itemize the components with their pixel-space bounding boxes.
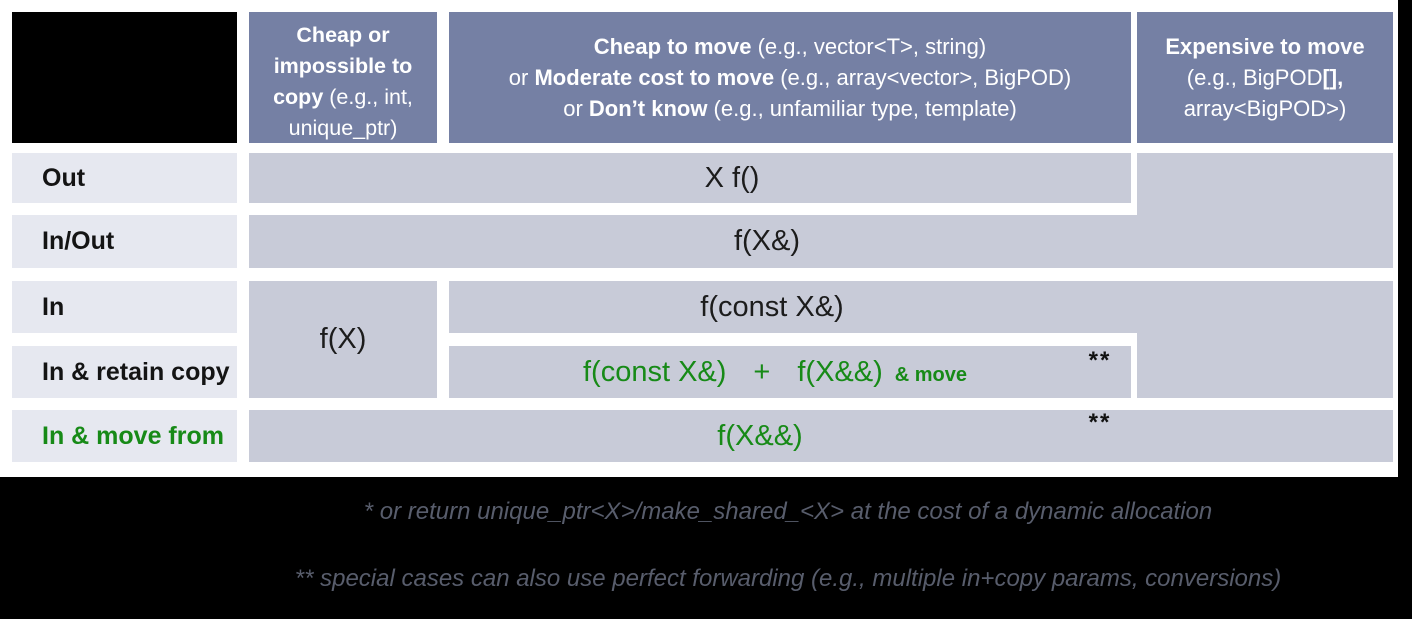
header-normal-text: (e.g., unfamiliar type, template) <box>707 96 1017 121</box>
header-normal-text: (e.g., vector<T>, string) <box>751 34 987 59</box>
header-line-3: array<BigPOD>) <box>1184 93 1347 124</box>
code-const-ref: f(const X&) <box>700 290 844 323</box>
header-bold-text: [], <box>1322 65 1344 90</box>
code-nonconst-ref: f(X&) <box>733 225 801 257</box>
corner-redacted-box <box>12 12 237 143</box>
header-normal-text: or <box>563 96 589 121</box>
code-rvalue-ref: f(X&&) <box>717 419 803 452</box>
row-label-in-move-from: In & move from <box>12 410 237 462</box>
cell-in-retain-copy-signature: f(const X&) + f(X&&) & move <box>449 346 1131 398</box>
row-label-in-out: In/Out <box>12 215 237 268</box>
footnote-single-asterisk: * or return unique_ptr<X>/make_shared_<X… <box>363 498 1213 525</box>
code-const-ref-overload: f(const X&) <box>582 355 727 388</box>
row-label-in: In <box>12 281 237 333</box>
header-bold-text: Cheap to move <box>593 34 752 59</box>
row-label-text: In <box>42 292 65 321</box>
code-return-by-value: X f() <box>704 161 760 194</box>
row-label-text: In & retain copy <box>42 357 230 386</box>
header-normal-text: (e.g., BigPOD <box>1186 65 1323 90</box>
code-rvalue-ref-overload: f(X&&) <box>797 355 883 388</box>
row-label-text: In & move from <box>42 421 224 450</box>
cell-in-move-from-signature: f(X&&) <box>249 410 1393 462</box>
column-header-expensive-move: Expensive to move (e.g., BigPOD[], array… <box>1137 12 1393 143</box>
header-normal-text: (e.g., int, unique_ptr) <box>288 85 413 140</box>
plus-sign: + <box>753 355 771 388</box>
header-line-1: Expensive to move <box>1165 31 1364 62</box>
cell-in-signature: f(const X&) <box>449 281 1393 333</box>
row-label-in-retain-copy: In & retain copy <box>12 346 237 398</box>
column-header-cheap-copy: Cheap or impossible to copy (e.g., int, … <box>249 12 437 143</box>
header-line-2: (e.g., BigPOD[], <box>1187 62 1343 93</box>
column-header-cheap-moderate-move: Cheap to move (e.g., vector<T>, string) … <box>449 12 1131 143</box>
row-label-text: In/Out <box>42 227 115 255</box>
code-and-move-note: & move <box>894 363 968 386</box>
header-bold-text: Don’t know <box>588 96 708 121</box>
row-label-text: Out <box>42 163 86 192</box>
header-line-1: Cheap to move (e.g., vector<T>, string) <box>594 31 986 62</box>
header-bold-text: Expensive to move <box>1165 34 1365 59</box>
row-label-out: Out <box>12 153 237 203</box>
header-normal-text: (e.g., array<vector>, BigPOD) <box>774 65 1072 90</box>
cell-out-signature: X f() <box>249 153 1131 203</box>
footnote-double-asterisk: ** special cases can also use perfect fo… <box>294 565 1282 592</box>
header-bold-text: Cheap or impossible to copy <box>273 23 413 109</box>
double-asterisk-marker-retain: ** <box>1088 347 1112 374</box>
header-normal-text: array<BigPOD>) <box>1183 96 1347 121</box>
cell-in-by-value: f(X) <box>249 281 437 398</box>
header-line-3: or Don’t know (e.g., unfamiliar type, te… <box>563 93 1017 124</box>
header-bold-text: Moderate cost to move <box>534 65 775 90</box>
double-asterisk-marker-movefrom: ** <box>1088 409 1112 436</box>
code-pass-by-value: f(X) <box>319 323 367 355</box>
header-normal-text: or <box>508 65 535 90</box>
cell-inout-signature: f(X&) <box>249 215 1393 268</box>
header-line-2: or Moderate cost to move (e.g., array<ve… <box>509 62 1071 93</box>
